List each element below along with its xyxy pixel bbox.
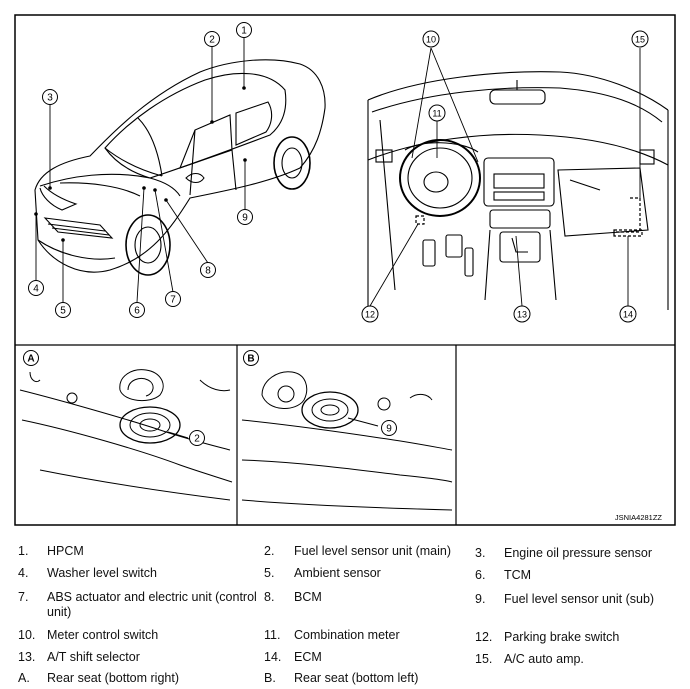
dashboard-dashed-locations [415,197,643,237]
legend-text: Washer level switch [47,566,157,580]
callout-10 [422,30,440,48]
callout-label-5: 5 [60,306,66,317]
legend-text: Parking brake switch [504,630,620,644]
callout-label-8: 8 [205,266,211,277]
legend-number: A. [18,671,30,685]
component-location-figure: 1 2 3 4 5 6 7 8 9 10 11 12 13 14 15 A B … [14,14,676,526]
callout-6 [129,302,145,318]
legend-text: ABS actuator and electric unit (control … [47,590,257,619]
legend-text: BCM [294,590,322,604]
callout-5 [55,302,71,318]
legend-number: 4. [18,566,29,580]
callout-label-4: 4 [33,284,39,295]
car-exterior-drawing [34,59,326,276]
component-legend: 1. HPCM 2. Fuel level sensor unit (main)… [0,530,690,689]
legend-number: B. [264,671,276,685]
legend-text: TCM [504,568,532,582]
callout-1 [236,22,252,38]
legend-text: Ambient sensor [294,566,381,580]
legend-number: 3. [475,546,486,560]
legend-number: 6. [475,568,486,582]
legend-text: HPCM [47,544,84,558]
legend-text: Fuel level sensor unit (sub) [504,592,655,606]
callout-a [23,350,39,366]
exterior-location-dots [34,86,247,242]
legend-number: 10. [18,628,36,642]
callout-label-10: 10 [426,35,436,45]
legend-text: Rear seat (bottom left) [294,671,419,685]
legend-text: Combination meter [294,628,400,642]
callout-label-14: 14 [623,310,633,320]
dashboard-interior-drawing [367,71,669,310]
callout-label-b: B [247,354,254,365]
callout-labels: 1 2 3 4 5 6 7 8 9 10 11 12 13 14 15 A B … [27,26,645,445]
callout-11 [428,104,446,122]
callout-9 [237,209,253,225]
legend-number: 13. [18,650,36,664]
callout-label-15: 15 [635,35,645,45]
callout-label-1: 1 [241,26,247,37]
callout-b-9 [381,420,397,436]
legend-number: 9. [475,592,486,606]
callout-label-b-9: 9 [386,424,392,435]
figure-code: JSNIA4281ZZ [615,513,663,522]
legend-number: 11. [264,628,281,642]
legend-text: ECM [294,650,322,664]
legend-number: 8. [264,590,275,604]
dashboard-leader-lines [369,47,641,307]
legend-number: 14. [264,650,282,664]
callout-15 [631,30,649,48]
callout-label-6: 6 [134,306,140,317]
callout-b [243,350,259,366]
callout-12 [361,305,379,323]
callout-14 [619,305,637,323]
callout-2 [204,31,220,47]
legend-text: A/C auto amp. [504,652,584,666]
callout-label-7: 7 [170,295,176,306]
callout-a-2 [189,430,205,446]
callout-label-2: 2 [209,35,215,46]
legend-number: 12. [475,630,493,644]
callout-label-9: 9 [242,213,248,224]
callout-label-11: 11 [432,109,441,119]
callout-label-a: A [27,354,34,365]
figure-frame [14,14,676,526]
callout-label-3: 3 [47,93,53,104]
exterior-leader-lines [35,38,246,303]
callout-3 [42,89,58,105]
callout-label-13: 13 [517,310,527,320]
callout-label-12: 12 [365,310,375,320]
detail-b-drawing [241,371,453,511]
legend-number: 5. [264,566,275,580]
callout-4 [28,280,44,296]
legend-text: A/T shift selector [47,650,140,664]
legend-text: Meter control switch [47,628,159,642]
legend-text: Engine oil pressure sensor [504,546,652,560]
callout-label-a-2: 2 [194,434,200,445]
legend-number: 1. [18,544,29,558]
callout-7 [165,291,181,307]
legend-text: Rear seat (bottom right) [47,671,179,685]
legend-number: 7. [18,590,29,604]
legend-number: 2. [264,544,275,558]
callout-circles [23,22,649,446]
legend-number: 15. [475,652,493,666]
callout-13 [513,305,531,323]
callout-8 [200,262,216,278]
legend-text: Fuel level sensor unit (main) [294,544,452,558]
detail-a-drawing [19,369,233,501]
